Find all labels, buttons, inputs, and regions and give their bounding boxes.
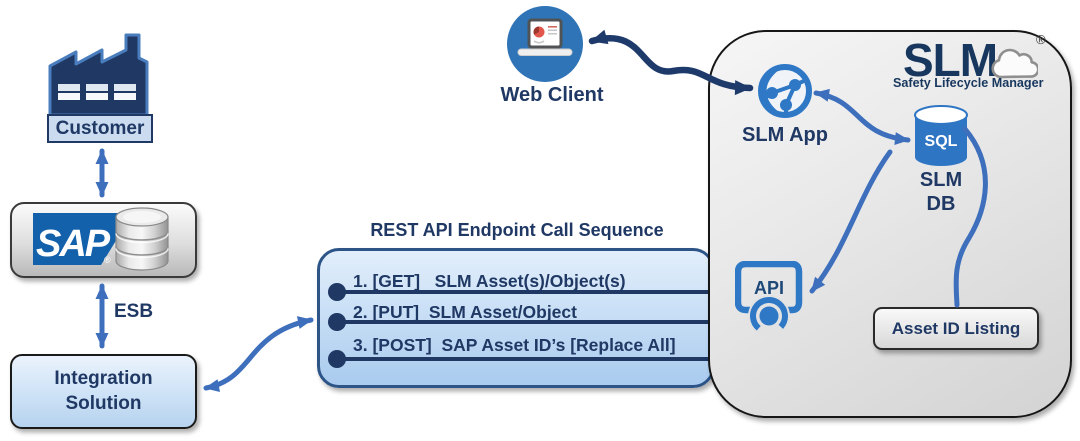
- api-circle-core: [759, 306, 779, 326]
- sap-logo-shape: [33, 213, 133, 265]
- rest-call-line-1: [337, 290, 715, 294]
- slm-db-label-line2: DB: [926, 193, 956, 215]
- rest-call-text-3: 3. [POST] SAP Asset ID’s [Replace All]: [353, 335, 676, 355]
- sap-registered-mark: ®: [104, 255, 111, 265]
- api-frame: [735, 261, 803, 314]
- slm-app-label: SLM App: [742, 124, 828, 146]
- cloud-icon: [991, 48, 1038, 79]
- rest-call-line-3: [337, 357, 715, 361]
- esb-label: ESB: [114, 301, 154, 322]
- slm-tagline: Safety Lifecycle Manager: [893, 76, 1044, 90]
- sap-logo-text: SAP: [36, 223, 111, 265]
- integration-label-line2: Solution: [65, 392, 142, 414]
- db-disk-highlight: [115, 233, 169, 244]
- slm-registered-mark: ®: [1036, 32, 1046, 47]
- rest-call-bullet-1: [328, 283, 346, 301]
- db-cylinder-top-inner: [123, 211, 161, 223]
- rest-call-bullet-2: [328, 313, 346, 331]
- asset-id-listing-label: Asset ID Listing: [891, 318, 1021, 338]
- rest-call-bullet-3: [328, 350, 346, 368]
- web-client-label: Web Client: [500, 84, 604, 106]
- globe-meridian: [763, 68, 778, 114]
- cloud-shape: [991, 48, 1038, 79]
- factory-windows: [58, 84, 136, 100]
- customer-label: Customer: [55, 117, 145, 139]
- asset-id-listing-box: Asset ID Listing: [873, 307, 1039, 350]
- globe-network-nodes: [766, 79, 801, 111]
- db-disk-highlight: [115, 248, 169, 259]
- screen-line: [548, 29, 557, 31]
- screen-line: [548, 26, 557, 28]
- db-disk-line: [115, 245, 169, 256]
- slm-app-globe-icon: [758, 64, 812, 118]
- screen-curve: [533, 40, 545, 44]
- globe-circle: [758, 64, 812, 118]
- arrow-integration-rest: [203, 316, 314, 392]
- screen-line: [548, 33, 557, 35]
- slm-logo-text: SLM: [903, 34, 998, 86]
- customer-label-box: Customer: [47, 114, 153, 143]
- laptop-icon: [517, 18, 573, 56]
- sql-database-icon: SQL: [914, 105, 968, 166]
- db-disk-line: [115, 230, 169, 241]
- sql-label: SQL: [925, 133, 958, 150]
- rest-call-line-2: [337, 320, 715, 324]
- api-label: API: [754, 278, 784, 298]
- sap-database-icon: [115, 207, 169, 271]
- slm-db-label: SLM DB: [907, 168, 975, 216]
- rest-sequence-title: REST API Endpoint Call Sequence: [370, 220, 664, 240]
- laptop-base: [517, 48, 573, 56]
- rest-call-text-2: 2. [PUT] SLM Asset/Object: [353, 302, 577, 322]
- factory-body: [48, 33, 149, 117]
- slm-db-label-line1: SLM: [919, 169, 963, 191]
- rest-sequence-box: [317, 248, 715, 388]
- rest-call-text-1: 1. [GET] SLM Asset(s)/Object(s): [353, 271, 626, 291]
- integration-solution-box: Integration Solution: [10, 354, 197, 429]
- api-icon: API: [735, 261, 803, 337]
- sap-logo: SAP ®: [33, 213, 133, 265]
- api-circle-arrow: [750, 297, 788, 335]
- integration-label-line1: Integration: [54, 367, 153, 389]
- sql-cylinder-top: [914, 105, 968, 125]
- pie-wedge-glyph: [533, 26, 539, 35]
- factory-icon: [48, 33, 149, 117]
